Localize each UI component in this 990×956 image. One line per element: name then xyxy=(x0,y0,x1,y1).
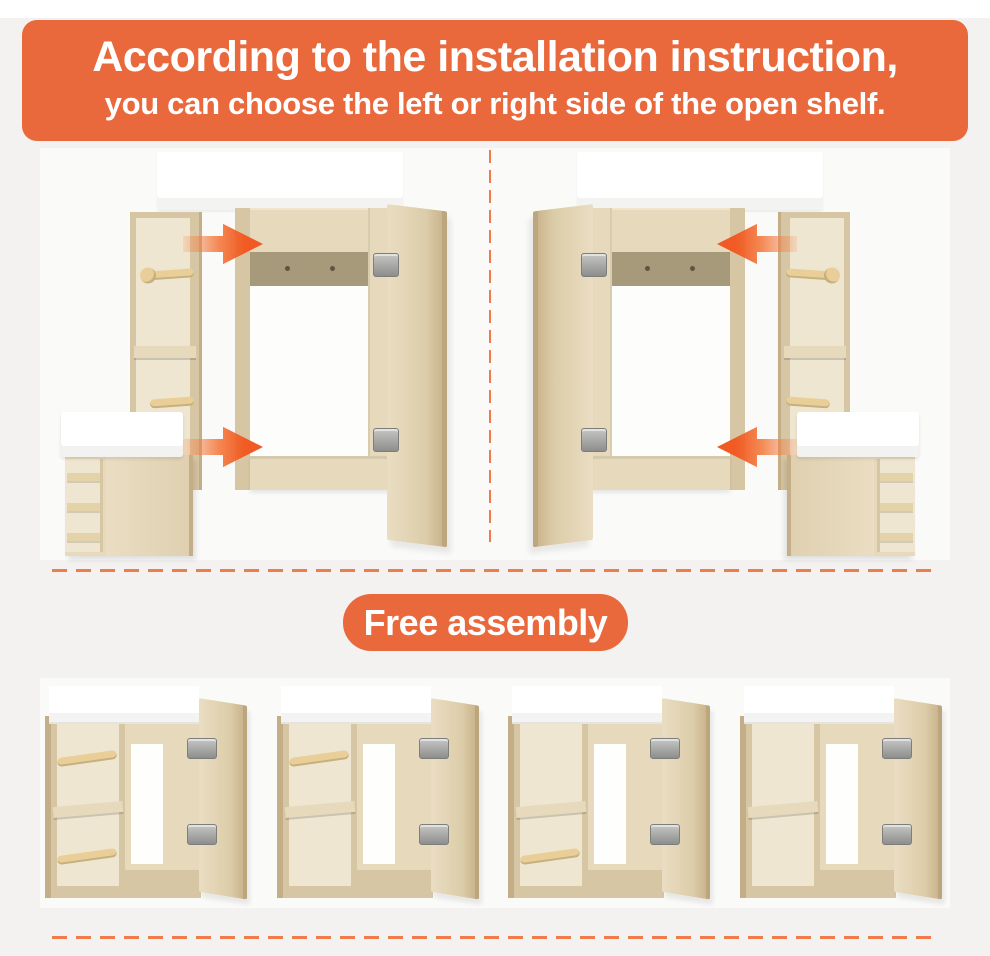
assembled-mini-vanity xyxy=(61,412,201,556)
open-shelf-unit xyxy=(276,716,357,898)
exploded-vanity-right xyxy=(500,150,935,556)
assembly-variant-figure xyxy=(276,686,482,906)
cabinet-back-rail xyxy=(612,252,730,286)
hinge-icon xyxy=(881,738,912,759)
cabinet-opening xyxy=(131,744,163,864)
middle-shelf xyxy=(784,346,846,358)
cabinet-side-panel xyxy=(235,208,250,490)
cabinet-back-rail xyxy=(250,252,368,286)
orientation-comparison-section xyxy=(40,148,950,560)
cabinet-top-rail xyxy=(235,208,391,254)
sink-top xyxy=(743,686,894,722)
hinge-icon xyxy=(187,738,217,759)
sink-top xyxy=(577,152,823,210)
shelf-slat xyxy=(880,503,913,511)
hinge-icon xyxy=(581,428,607,452)
hinge-icon xyxy=(581,253,607,277)
header-banner: According to the installation instructio… xyxy=(22,20,968,141)
shelf-slat xyxy=(67,473,100,481)
assembly-variant-figure xyxy=(45,686,250,906)
mini-open-shelf xyxy=(65,459,103,552)
free-assembly-badge: Free assembly xyxy=(343,594,628,651)
hinge-icon xyxy=(418,824,449,845)
assembled-mini-vanity xyxy=(779,412,919,556)
screw-icon xyxy=(285,266,291,271)
assembly-variant-figure xyxy=(739,686,945,906)
sink-top xyxy=(280,686,431,722)
exploded-vanity-left xyxy=(45,150,480,556)
horizontal-dashed-divider-bottom xyxy=(52,936,938,939)
cabinet-door xyxy=(199,698,247,900)
middle-shelf xyxy=(134,346,196,358)
sink-top xyxy=(49,686,199,722)
shelf-slat xyxy=(67,533,100,541)
cabinet-door xyxy=(430,698,479,900)
cabinet-opening xyxy=(594,744,627,864)
screw-icon xyxy=(644,266,650,271)
cabinet-door xyxy=(893,698,942,900)
open-shelf-unit xyxy=(508,716,589,898)
vertical-dashed-divider xyxy=(489,150,491,542)
mini-cabinet-body xyxy=(65,455,193,556)
sink-top xyxy=(157,152,403,210)
hinge-icon xyxy=(650,738,681,759)
hinge-icon xyxy=(373,428,399,452)
cabinet-opening xyxy=(825,744,858,864)
cabinet-opening xyxy=(250,286,368,456)
hinge-icon xyxy=(418,738,449,759)
cabinet-bottom-panel xyxy=(590,456,730,490)
hinge-icon xyxy=(650,824,681,845)
mini-open-shelf xyxy=(877,459,915,552)
screw-icon xyxy=(330,266,336,271)
shelf-slat xyxy=(67,503,100,511)
cabinet-top-rail xyxy=(589,208,745,254)
open-shelf-unit xyxy=(45,716,125,898)
cabinet-opening xyxy=(362,744,395,864)
left-shelf-option-figure xyxy=(45,150,480,556)
shelf-slat xyxy=(880,473,913,481)
mini-cabinet-door xyxy=(791,455,874,556)
banner-subtitle: you can choose the left or right side of… xyxy=(104,86,886,121)
open-shelf-unit xyxy=(739,716,820,898)
mini-cabinet-body xyxy=(787,455,915,556)
cabinet-body xyxy=(356,720,433,898)
right-shelf-option-figure xyxy=(500,150,935,556)
cabinet-bottom-panel xyxy=(250,456,390,490)
sink-top xyxy=(512,686,663,722)
mini-sink-top xyxy=(797,412,919,457)
hinge-icon xyxy=(187,824,217,845)
assembly-variants-section xyxy=(40,678,950,908)
hinge-icon xyxy=(881,824,912,845)
banner-title: According to the installation instructio… xyxy=(92,33,898,81)
shelf-slat xyxy=(880,533,913,541)
mini-cabinet-door xyxy=(106,455,189,556)
horizontal-dashed-divider-top xyxy=(52,569,938,572)
hinge-icon xyxy=(373,253,399,277)
mini-sink-top xyxy=(61,412,183,457)
cabinet-door xyxy=(662,698,711,900)
cabinet-opening xyxy=(612,286,730,456)
cabinet-hinge-jamb xyxy=(368,208,390,490)
screw-icon xyxy=(689,266,695,271)
assembly-variant-figure xyxy=(508,686,713,906)
